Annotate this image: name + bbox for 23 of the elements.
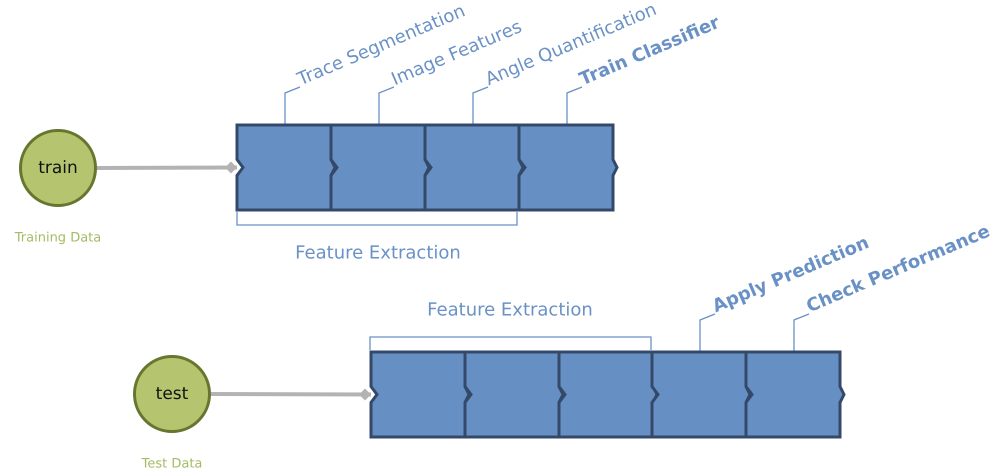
process-block [235, 123, 337, 212]
group-label: Feature Extraction [427, 300, 593, 320]
leader-line [793, 313, 810, 352]
leader-line [284, 86, 300, 125]
process-block [463, 350, 565, 439]
data-caption: Training Data [14, 230, 102, 246]
process-block [329, 123, 431, 212]
circle-label: test [156, 384, 188, 404]
process-block [744, 350, 846, 439]
connector-line [211, 388, 371, 400]
leader-line [699, 313, 716, 352]
data-caption: Test Data [142, 456, 202, 472]
process-block [650, 350, 752, 439]
process-block [369, 350, 471, 439]
process-block [557, 350, 659, 439]
leader-line [378, 86, 394, 125]
leader-line [566, 86, 582, 125]
circle-label: train [38, 158, 78, 178]
connector-line [97, 162, 237, 174]
leader-line [472, 86, 488, 125]
group-label: Feature Extraction [295, 242, 461, 264]
process-block [517, 123, 619, 212]
process-block [423, 123, 525, 212]
